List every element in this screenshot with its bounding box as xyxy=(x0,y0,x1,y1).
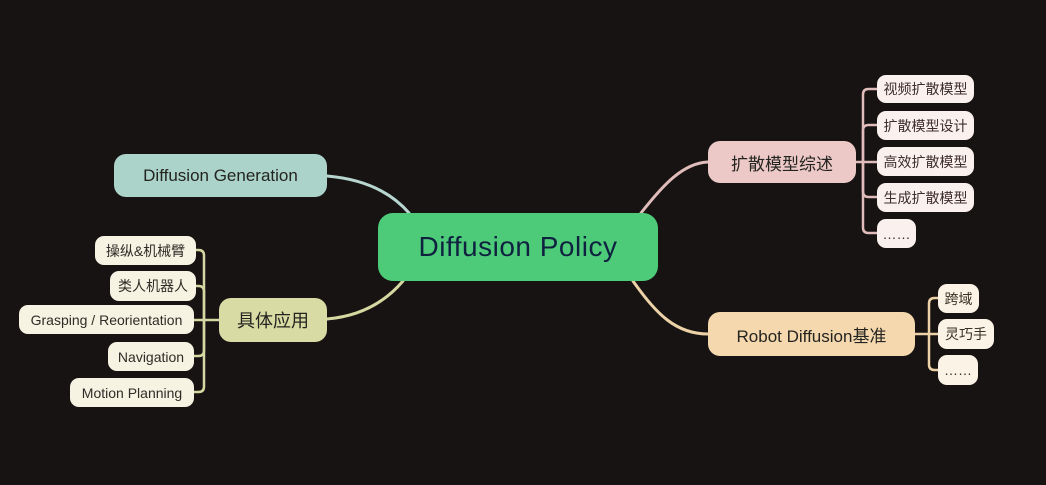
node-child-cross-domain[interactable]: 跨域 xyxy=(938,284,979,313)
node-root-diffusion-policy[interactable]: Diffusion Policy xyxy=(378,213,658,281)
node-child-motion-planning[interactable]: Motion Planning xyxy=(70,378,194,407)
node-branch-concrete-applications[interactable]: 具体应用 xyxy=(219,298,327,342)
node-child-dexterous-hand[interactable]: 灵巧手 xyxy=(938,319,994,349)
node-branch-diffusion-model-survey[interactable]: 扩散模型综述 xyxy=(708,141,856,183)
node-child-survey-ellipsis[interactable]: …… xyxy=(877,219,916,248)
node-child-efficient-diffusion[interactable]: 高效扩散模型 xyxy=(877,147,974,176)
benchmark-child-connectors xyxy=(913,296,940,372)
connector-root-to-diffusion-generation xyxy=(325,174,411,215)
node-branch-diffusion-generation[interactable]: Diffusion Generation xyxy=(114,154,327,197)
node-child-humanoid-robot[interactable]: 类人机器人 xyxy=(110,271,196,301)
connector-root-to-benchmark xyxy=(631,279,710,336)
node-child-navigation[interactable]: Navigation xyxy=(108,342,194,371)
node-child-grasping-reorientation[interactable]: Grasping / Reorientation xyxy=(19,305,194,334)
node-child-video-diffusion[interactable]: 视频扩散模型 xyxy=(877,75,974,103)
survey-child-connectors xyxy=(854,87,879,235)
node-child-benchmark-ellipsis[interactable]: …… xyxy=(938,355,978,385)
connector-root-to-survey xyxy=(639,160,710,215)
connector-root-to-applications xyxy=(325,279,405,321)
node-child-diffusion-model-design[interactable]: 扩散模型设计 xyxy=(877,111,974,140)
node-branch-robot-diffusion-benchmark[interactable]: Robot Diffusion基准 xyxy=(708,312,915,356)
node-child-generative-diffusion[interactable]: 生成扩散模型 xyxy=(877,183,974,212)
applications-child-connectors xyxy=(192,248,221,394)
node-child-manipulation-arm[interactable]: 操纵&机械臂 xyxy=(95,236,196,265)
